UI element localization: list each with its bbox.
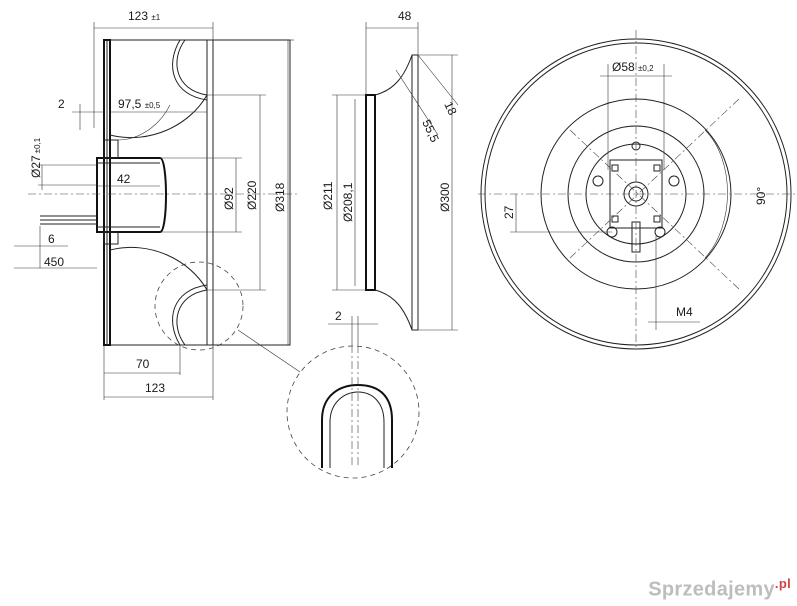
dia-220: Ø220	[245, 180, 259, 210]
dim-450: 450	[44, 255, 64, 269]
dim-55-5: 55,5	[419, 117, 442, 144]
dim-70: 70	[136, 357, 150, 371]
dim-97-5: 97,5 ±0,5	[118, 97, 161, 111]
dia-58: Ø58 ±0,2	[612, 60, 654, 74]
watermark-logo: Sprzedajemy.pl	[648, 576, 791, 601]
dim-width-bottom: 123	[145, 381, 165, 395]
dia-27: Ø27±0,1	[29, 137, 43, 178]
dim-6: 6	[48, 232, 55, 246]
detail-view	[286, 345, 420, 479]
detail-dim-2: 2	[335, 309, 342, 323]
inlet-view: 48 18 55,5 Ø211 Ø208,1 Ø300 2	[321, 9, 460, 345]
dim-27: 27	[502, 205, 516, 219]
dim-18: 18	[441, 99, 459, 117]
angle-90: 90°	[754, 187, 768, 205]
dim-42: 42	[117, 172, 131, 186]
dim-2: 2	[58, 97, 65, 111]
dia-211: Ø211	[321, 181, 335, 210]
dim-48: 48	[398, 9, 412, 23]
front-view: Ø58 ±0,2 90° 27 M4	[478, 30, 795, 350]
dia-318: Ø318	[273, 182, 287, 212]
dia-300: Ø300	[438, 182, 452, 212]
dim-width-top: 123 ±1	[128, 9, 161, 23]
thread-m4: M4	[676, 305, 693, 319]
side-view: 123 ±1 2 97,5 ±0,5	[14, 9, 301, 400]
dia-92: Ø92	[222, 187, 236, 210]
dia-208-1: Ø208,1	[341, 182, 355, 222]
